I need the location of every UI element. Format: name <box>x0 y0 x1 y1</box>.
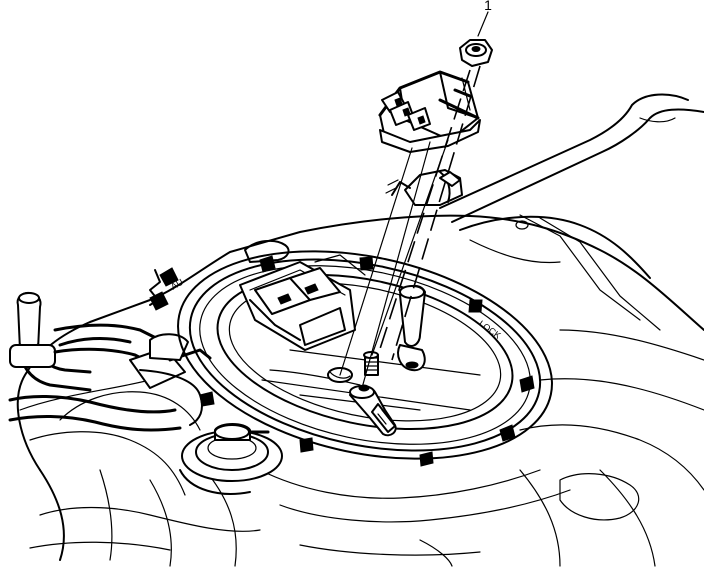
callout-label: 1 <box>484 0 492 13</box>
module-stud <box>363 351 379 376</box>
module-connector <box>239 254 366 351</box>
retaining-nut <box>459 39 493 67</box>
harness-bracket <box>385 169 463 206</box>
alignment-lines <box>339 65 481 389</box>
fuel-pump-module <box>216 254 514 437</box>
fuel-feed-fitting <box>349 384 397 437</box>
vent-pipe <box>397 284 426 372</box>
fuel-tank-shell <box>16 93 704 567</box>
lock-ring: AU LOCK <box>149 239 553 467</box>
harness-connector <box>378 70 481 153</box>
callout-1: 1 <box>477 0 492 37</box>
fuel-lines <box>8 291 212 432</box>
filler-neck-fitting <box>179 423 283 495</box>
